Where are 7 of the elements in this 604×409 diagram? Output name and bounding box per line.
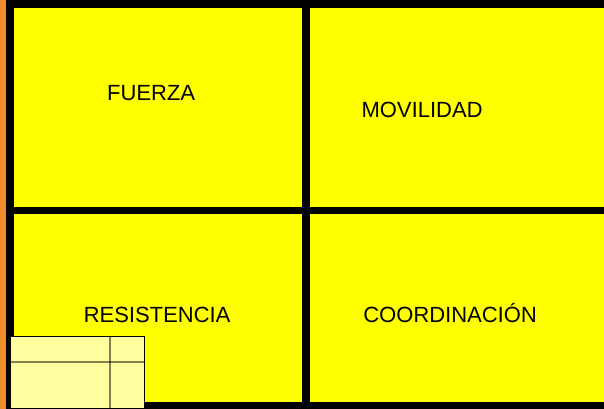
quadrant-panel [310, 8, 604, 207]
quadrant-label: RESISTENCIA [84, 302, 230, 328]
quadrant-panel [310, 214, 604, 402]
quadrant-label: MOVILIDAD [361, 97, 483, 123]
quadrant-label: COORDINACIÓN [363, 302, 537, 328]
quadrant-label: FUERZA [107, 80, 195, 106]
quadrant-panel [14, 8, 302, 207]
